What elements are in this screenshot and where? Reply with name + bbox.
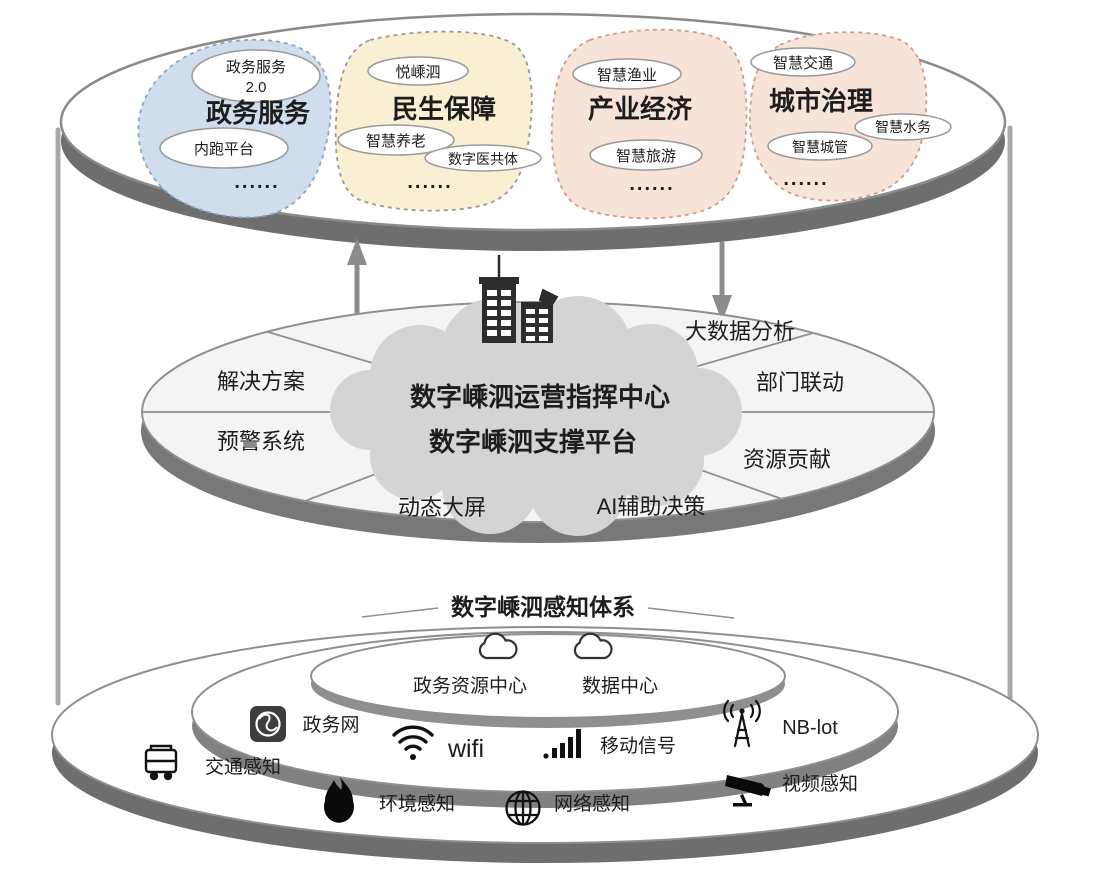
segment-solution: 解决方案 [217, 369, 305, 394]
wifi-label: wifi [447, 735, 484, 763]
up-arrow-icon [347, 238, 367, 265]
bubble [589, 139, 703, 171]
gov-network-icon-swirl [258, 713, 278, 732]
gov-network-icon-globe [255, 711, 281, 737]
title-connector-left [361, 607, 439, 618]
nb-iot-icon [723, 699, 761, 748]
sensing-ring-content: 交通感知 环境感知 网络感知 视频感知 [144, 744, 858, 826]
network-sensing-label: 网络感知 [554, 793, 630, 815]
section-gov-service: 政务服务 2.0 政务服务 内跑平台 ...... [137, 38, 332, 219]
bubble [767, 131, 873, 161]
section-title: 城市治理 [769, 86, 873, 116]
wifi-icon-dot [410, 754, 416, 760]
wifi-icon [392, 725, 434, 751]
bubble [572, 58, 682, 90]
ellipsis-dots: ...... [783, 168, 828, 190]
inner-ring [310, 633, 786, 719]
bubble-label: 智慧水务 [875, 119, 931, 135]
bubble-label: 数字医共体 [448, 151, 518, 167]
bubble [337, 124, 455, 156]
video-sensing-icon [725, 775, 771, 807]
bubble-label: 智慧城管 [792, 139, 848, 155]
network-ring-content: 政务网 wifi 移动信号 [250, 699, 838, 763]
data-center-label: 数据中心 [582, 675, 658, 697]
gov-resource-center-label: 政务资源中心 [413, 675, 527, 697]
section-title: 政务服务 [206, 98, 310, 128]
down-arrow-icon [712, 295, 732, 322]
environment-sensing-icon [324, 777, 355, 823]
bubble-label: 内跑平台 [194, 141, 254, 158]
ellipsis-dots: ...... [629, 173, 674, 195]
bubble [750, 47, 856, 77]
section-industry-economy: 智慧渔业 产业经济 智慧旅游 ...... [550, 28, 748, 220]
bubble-label: 2.0 [246, 79, 267, 96]
bubble-label: 悦嵊泗 [395, 64, 440, 81]
traffic-sensing-label: 交通感知 [205, 756, 281, 778]
cloud-icon [478, 632, 518, 660]
bubble [424, 144, 542, 172]
environment-sensing-label: 环境感知 [379, 793, 455, 815]
mobile-signal-icon [543, 729, 581, 759]
bubble [367, 56, 469, 86]
top-layer-disk: 政务服务 2.0 政务服务 内跑平台 ...... 悦嵊泗 民生保障 智慧养老 … [59, 12, 1007, 251]
nb-iot-icon-dot [739, 708, 745, 714]
bubble-label: 智慧交通 [773, 54, 833, 72]
sensing-system-title: 数字嵊泗感知体系 [451, 594, 635, 620]
video-sensing-label: 视频感知 [782, 773, 858, 795]
bubble [159, 127, 289, 169]
bubble-label: 智慧旅游 [616, 147, 676, 165]
network-sensing-icon [505, 790, 541, 826]
command-center-title: 数字嵊泗运营指挥中心 [410, 382, 670, 412]
mobile-signal-label: 移动信号 [600, 735, 676, 757]
segment-department: 部门联动 [756, 370, 844, 395]
ellipsis-dots: ...... [407, 171, 452, 193]
middle-layer-disk: 数字嵊泗运营指挥中心 数字嵊泗支撑平台 解决方案 预警系统 动态大屏 AI辅助决… [141, 255, 935, 543]
city-buildings-icon [479, 255, 559, 343]
segment-big-data: 大数据分析 [685, 319, 795, 344]
segment-resource: 资源贡献 [743, 447, 831, 472]
section-livelihood: 悦嵊泗 民生保障 智慧养老 数字医共体 ...... [334, 30, 542, 212]
section-title: 产业经济 [588, 94, 693, 124]
bubble-label: 政务服务 [226, 59, 286, 76]
inner-ring-content: 政务资源中心 数据中心 [413, 632, 658, 697]
ellipsis-dots: ...... [234, 171, 279, 193]
section-title: 民生保障 [392, 94, 496, 124]
bubble [854, 113, 952, 141]
bubble-label: 智慧渔业 [597, 66, 657, 84]
support-platform-title: 数字嵊泗支撑平台 [429, 427, 637, 457]
segment-warning: 预警系统 [217, 429, 305, 454]
nb-iot-label: NB-lot [782, 717, 838, 739]
traffic-sensing-icon [144, 744, 178, 781]
bottom-layer: 数字嵊泗感知体系 政务资源中心 数据中心 政务网 [51, 594, 1039, 863]
bubble-label: 智慧养老 [366, 132, 426, 150]
section-city-governance: 智慧交通 城市治理 智慧水务 智慧城管 ...... [749, 31, 952, 202]
bubble [191, 49, 321, 103]
gov-network-icon [250, 706, 286, 742]
segment-ai-decision: AI辅助决策 [597, 494, 706, 519]
segment-big-screen: 动态大屏 [398, 495, 486, 520]
gov-network-label: 政务网 [302, 714, 359, 736]
title-connector-right [647, 607, 735, 619]
cloud-icon [573, 632, 613, 660]
